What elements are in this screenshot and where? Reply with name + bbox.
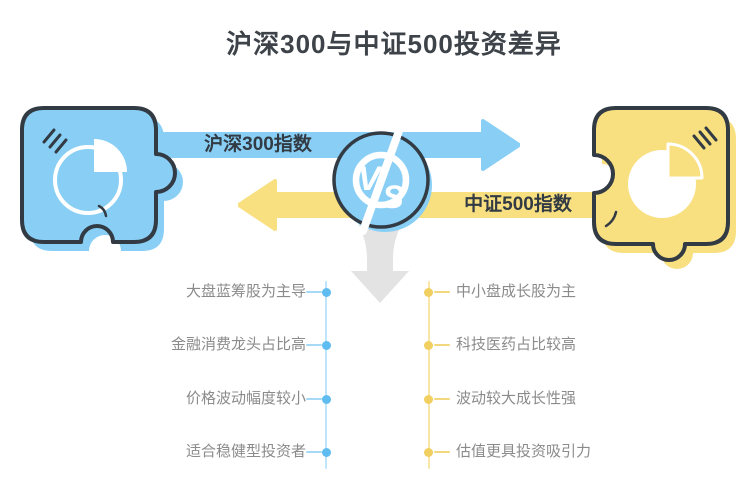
connector-line	[306, 451, 322, 453]
yellow-left-arrow	[238, 179, 628, 231]
list-item: 科技医药占比较高	[456, 336, 577, 353]
connector-line	[306, 398, 322, 400]
bullet-dot	[322, 395, 331, 404]
page-title: 沪深300与中证500投资差异	[226, 29, 562, 59]
connector-line	[434, 344, 450, 346]
bullet-dot	[322, 288, 331, 297]
shine-marks-icon	[42, 128, 68, 154]
connector-line	[306, 291, 322, 293]
list-item: 估值更具投资吸引力	[456, 443, 592, 460]
yellow-timeline-line	[428, 281, 430, 469]
puzzle-piece-pie-chart-icon	[592, 106, 736, 269]
list-item: 价格波动幅度较小	[185, 390, 306, 407]
shine-marks-icon	[692, 126, 718, 150]
bullet-dot	[424, 448, 433, 457]
bullet-dot	[424, 288, 433, 297]
yellow-arrow-label: 中证500指数	[464, 194, 572, 215]
blue-right-arrow	[150, 119, 520, 171]
list-item: 大盘蓝筹股为主导	[185, 283, 306, 300]
bullet-dot	[424, 341, 433, 350]
connector-line	[434, 451, 450, 453]
bullet-dot	[322, 448, 331, 457]
down-arrow-icon	[351, 219, 409, 303]
puzzle-piece-pie-chart-icon	[20, 106, 183, 251]
list-item: 金融消费龙头占比高	[170, 336, 306, 353]
list-item: 波动较大成长性强	[456, 390, 577, 407]
blue-arrow-label: 沪深300指数	[204, 134, 312, 155]
list-item: 中小盘成长股为主	[456, 283, 577, 300]
connector-line	[434, 398, 450, 400]
list-item: 适合稳健型投资者	[185, 443, 306, 460]
bullet-dot	[424, 395, 433, 404]
blue-timeline-line	[325, 281, 327, 469]
vs-lightning-badge-icon: V S	[332, 127, 432, 235]
bullet-dot	[322, 341, 331, 350]
connector-line	[434, 291, 450, 293]
connector-line	[306, 344, 322, 346]
vs-letter-s: S	[382, 179, 404, 215]
vs-letter-v: V	[358, 160, 384, 198]
